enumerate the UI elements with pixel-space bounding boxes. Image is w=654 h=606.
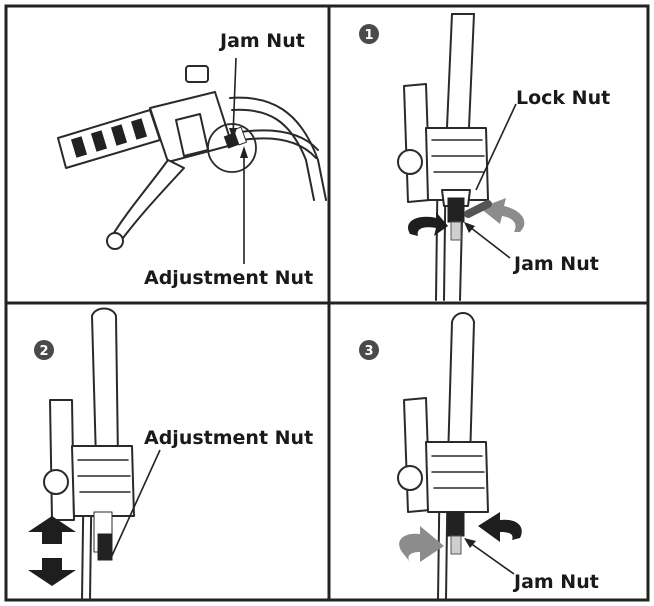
- jam-nut-leader-step3: [465, 539, 515, 575]
- label-jam-nut-step3: Jam Nut: [512, 571, 599, 593]
- label-lock-nut: Lock Nut: [516, 87, 610, 109]
- detail-circle: [207, 123, 257, 173]
- label-jam-nut-step1: Jam Nut: [512, 253, 599, 275]
- rotate-arrow-grey-icon: [399, 526, 444, 562]
- handle-grip-icon: [57, 109, 161, 169]
- jam-nut-shape: [447, 197, 465, 223]
- panel-step-3: 3 Jam Nut: [359, 312, 599, 601]
- jam-nut-shape-step3: [447, 511, 465, 537]
- arrow-up-icon: [28, 516, 76, 544]
- lock-nut-leader: [475, 103, 517, 191]
- adjustment-nut-shape: [97, 533, 113, 561]
- step-badge-3: 3: [359, 340, 379, 360]
- rotate-arrow-dark-icon: [478, 512, 522, 542]
- step-number-2: 2: [39, 344, 48, 359]
- panel-step-1: 1 Lock Nut Jam Nut: [359, 13, 610, 301]
- panel-overview: Jam Nut Adjustment Nut: [57, 30, 327, 289]
- jam-nut-leader: [232, 57, 237, 137]
- step-badge-1: 1: [359, 24, 379, 44]
- rotate-arrow-left-icon: [408, 212, 448, 236]
- label-jam-nut-overview: Jam Nut: [218, 30, 305, 52]
- label-adjustment-nut-overview: Adjustment Nut: [144, 267, 313, 289]
- label-adjustment-nut-step2: Adjustment Nut: [144, 427, 313, 449]
- panel-step-2: 2 Adjustment Nut: [28, 307, 313, 601]
- jam-nut-leader-step1: [465, 223, 511, 259]
- step-number-3: 3: [364, 344, 373, 359]
- step-number-1: 1: [364, 28, 373, 43]
- adjustment-nut-leader-step2: [109, 449, 161, 561]
- arrow-down-icon: [28, 558, 76, 586]
- step-badge-2: 2: [34, 340, 54, 360]
